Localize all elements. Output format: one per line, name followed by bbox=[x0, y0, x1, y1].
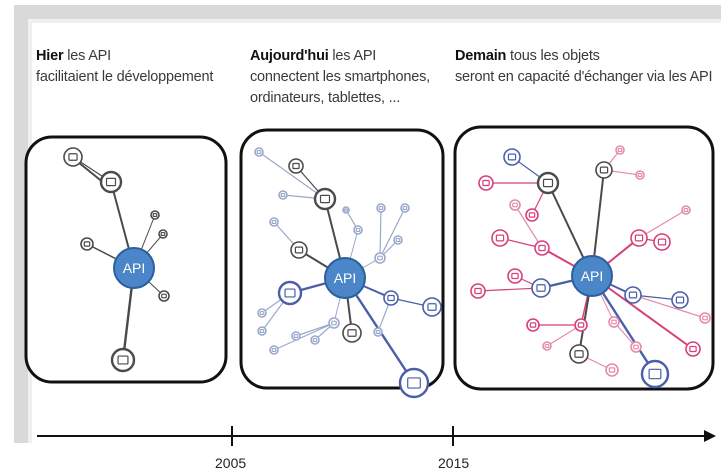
device-icon bbox=[110, 347, 136, 373]
device-icon bbox=[536, 171, 560, 195]
timeline-arrowhead bbox=[704, 430, 716, 442]
device-icon bbox=[383, 290, 399, 306]
device-icon bbox=[542, 341, 552, 351]
caption-line1: tous les objets bbox=[506, 48, 600, 64]
device-icon bbox=[470, 283, 486, 299]
device-icon bbox=[63, 147, 83, 167]
caption-today: Aujourd'hui les API connectent les smart… bbox=[250, 46, 430, 109]
device-icon bbox=[269, 345, 279, 355]
device-icon bbox=[398, 367, 430, 399]
device-icon bbox=[681, 205, 691, 215]
api-hub: API bbox=[324, 257, 366, 299]
caption-yesterday: Hier les API facilitaient le développeme… bbox=[36, 46, 213, 88]
device-icon bbox=[400, 203, 410, 213]
device-icon bbox=[393, 235, 403, 245]
device-icon bbox=[158, 229, 168, 239]
device-icon bbox=[278, 190, 288, 200]
network-link bbox=[273, 322, 335, 351]
timeline-label-2005: 2005 bbox=[215, 455, 247, 471]
device-icon bbox=[595, 161, 613, 179]
device-icon bbox=[526, 318, 540, 332]
device-icon bbox=[290, 241, 308, 259]
network-link bbox=[379, 207, 382, 259]
network-link bbox=[638, 209, 687, 239]
caption-line2: connectent les smartphones, bbox=[250, 69, 430, 85]
device-icon bbox=[291, 331, 301, 341]
frame-inner-top bbox=[28, 19, 721, 23]
device-icon bbox=[509, 199, 521, 211]
api-hub: API bbox=[113, 247, 155, 289]
device-icon bbox=[257, 308, 267, 318]
device-icon bbox=[671, 291, 689, 309]
caption-bold: Demain bbox=[455, 48, 507, 64]
device-icon bbox=[503, 148, 521, 166]
device-icon bbox=[525, 208, 539, 222]
device-icon bbox=[150, 210, 160, 220]
network-link bbox=[379, 207, 406, 259]
network-link bbox=[514, 204, 543, 249]
device-icon bbox=[630, 341, 642, 353]
device-icon bbox=[653, 233, 671, 251]
device-icon bbox=[269, 217, 279, 227]
api-hub-label: API bbox=[334, 270, 357, 286]
caption-line1: les API bbox=[63, 48, 111, 64]
device-icon bbox=[422, 297, 442, 317]
device-icon bbox=[328, 317, 340, 329]
device-icon bbox=[574, 318, 588, 332]
device-icon bbox=[288, 158, 304, 174]
device-icon bbox=[699, 312, 711, 324]
network-yesterday: API bbox=[63, 147, 170, 373]
network-tomorrow: API bbox=[470, 145, 711, 389]
device-icon bbox=[635, 170, 645, 180]
device-icon bbox=[158, 290, 170, 302]
device-icon bbox=[342, 206, 350, 214]
network-link bbox=[477, 287, 542, 292]
api-hub: API bbox=[571, 255, 613, 297]
device-icon bbox=[254, 147, 264, 157]
device-icon bbox=[99, 170, 123, 194]
caption-line1: les API bbox=[328, 48, 377, 64]
device-icon bbox=[313, 187, 337, 211]
caption-line3: ordinateurs, tablettes, ... bbox=[250, 90, 401, 106]
network-link bbox=[632, 294, 706, 319]
network-link bbox=[258, 151, 326, 200]
device-icon bbox=[373, 327, 383, 337]
caption-line2: seront en capacité d'échanger via les AP… bbox=[455, 69, 713, 85]
device-icon bbox=[605, 363, 619, 377]
api-hub-label: API bbox=[123, 260, 146, 276]
device-icon bbox=[353, 225, 363, 235]
device-icon bbox=[310, 335, 320, 345]
device-icon bbox=[531, 278, 551, 298]
device-icon bbox=[640, 359, 670, 389]
device-icon bbox=[685, 341, 701, 357]
api-hub-label: API bbox=[581, 268, 604, 284]
caption-tomorrow: Demain tous les objets seront en capacit… bbox=[455, 46, 713, 88]
timeline-label-2015: 2015 bbox=[438, 455, 470, 471]
device-icon bbox=[277, 280, 303, 306]
caption-bold: Aujourd'hui bbox=[250, 48, 329, 64]
network-today: API bbox=[254, 147, 442, 399]
device-icon bbox=[80, 237, 94, 251]
device-icon bbox=[569, 344, 589, 364]
network-link bbox=[295, 322, 335, 337]
device-icon bbox=[257, 326, 267, 336]
device-icon bbox=[624, 286, 642, 304]
device-icon bbox=[491, 229, 509, 247]
frame-top-border bbox=[14, 5, 721, 19]
caption-line2: facilitaient le développement bbox=[36, 69, 214, 85]
device-icon bbox=[342, 323, 362, 343]
device-icon bbox=[615, 145, 625, 155]
device-icon bbox=[507, 268, 523, 284]
caption-bold: Hier bbox=[36, 48, 64, 64]
device-icon bbox=[478, 175, 494, 191]
device-icon bbox=[376, 203, 386, 213]
device-icon bbox=[374, 252, 386, 264]
device-icon bbox=[630, 229, 648, 247]
device-icon bbox=[534, 240, 550, 256]
device-icon bbox=[608, 316, 620, 328]
